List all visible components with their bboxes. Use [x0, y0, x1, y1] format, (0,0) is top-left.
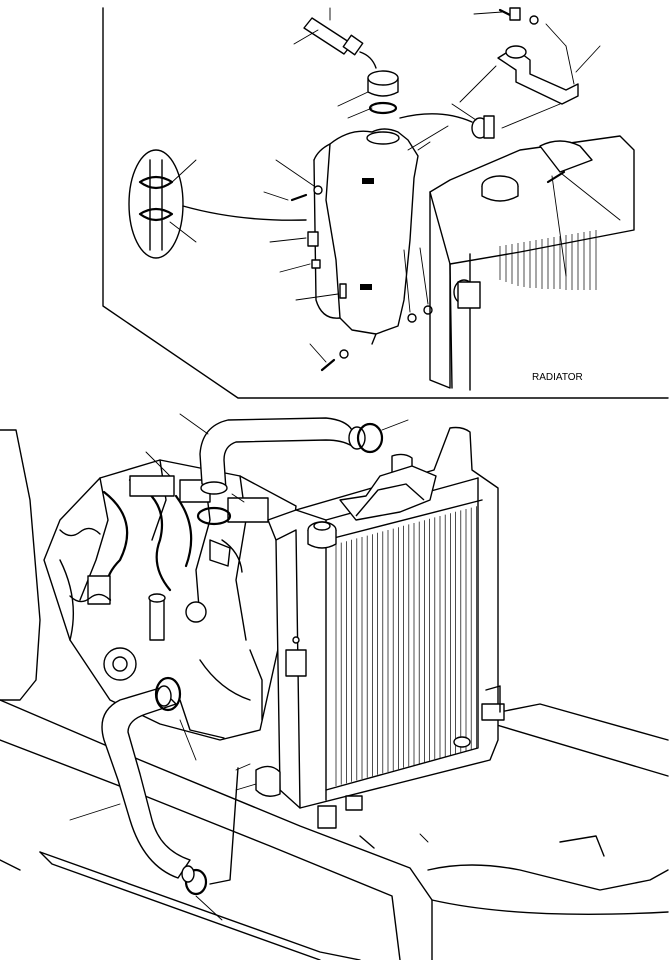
upper-detail-view: RADIATOR — [102, 7, 669, 399]
coolant-reservoir-tank — [313, 125, 449, 345]
lower-radiator-hose — [69, 676, 251, 921]
mounting-bracket — [473, 7, 601, 105]
radiator-assembly — [235, 426, 505, 849]
lower-main-view — [0, 413, 669, 960]
radiator-fins-upper — [499, 230, 597, 290]
clamp-detail-inset — [128, 149, 307, 259]
upper-radiator-hose — [145, 413, 413, 526]
leader-lines — [231, 493, 429, 843]
engine-assembly — [43, 459, 297, 741]
radiator-label: RADIATOR — [532, 372, 583, 383]
reservoir-fasteners — [263, 159, 433, 372]
reservoir-cap — [337, 70, 399, 119]
radiator-top-corner: RADIATOR — [429, 135, 635, 391]
grommet — [399, 65, 561, 139]
radiator-core-fins — [335, 506, 477, 786]
overflow-hose-top — [293, 7, 377, 69]
detail-frame-border — [102, 7, 669, 399]
